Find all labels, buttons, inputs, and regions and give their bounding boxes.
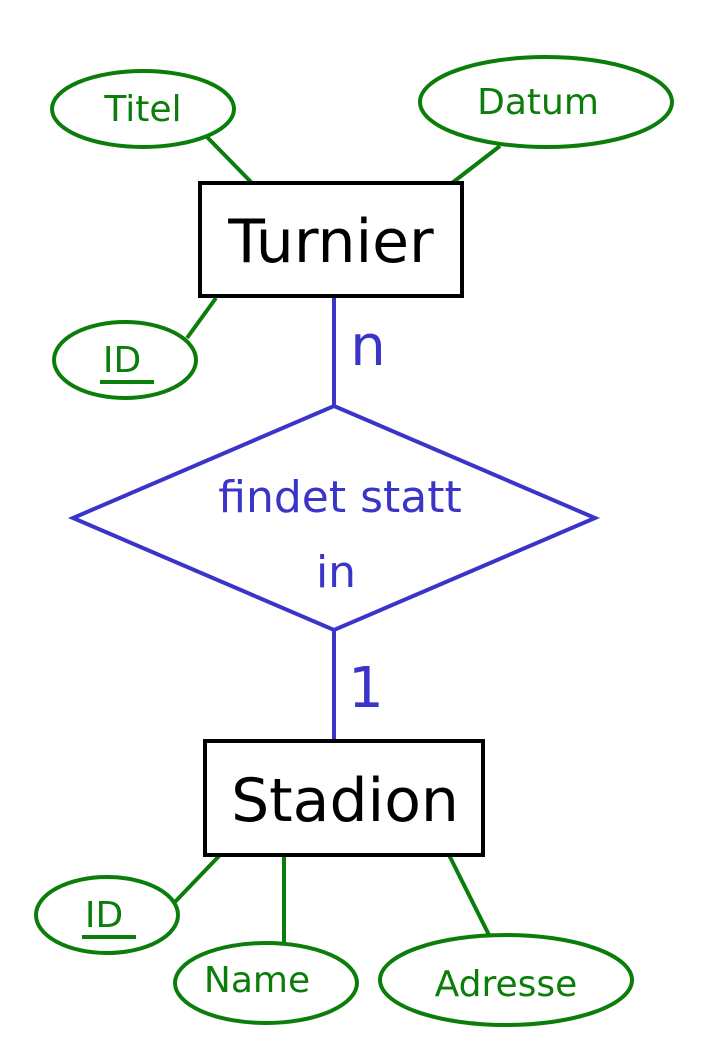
entity-stadion-label: Stadion xyxy=(231,766,459,836)
cardinality-turnier-side: n xyxy=(350,314,386,379)
entity-turnier: Turnier xyxy=(198,181,464,298)
turnier-attr-id-label: ID xyxy=(103,340,141,381)
stadion-attr-id-label: ID xyxy=(85,895,123,936)
turnier-attr-titel-label: Titel xyxy=(103,89,181,130)
cardinality-stadion-side: 1 xyxy=(348,656,384,721)
stadion-attr-adresse-label: Adresse xyxy=(435,964,578,1005)
entity-stadion: Stadion xyxy=(203,739,485,857)
relationship-findet-statt-in: findet statt in xyxy=(67,403,601,633)
turnier-attr-titel: Titel xyxy=(50,69,236,149)
stadion-adresse-link xyxy=(447,854,492,938)
stadion-id-link xyxy=(171,853,222,906)
turnier-attr-datum: Datum xyxy=(418,55,674,149)
turnier-attr-id: ID xyxy=(52,320,198,400)
turnier-id-link xyxy=(185,296,218,340)
stadion-attr-name: Name xyxy=(173,941,359,1025)
stadion-attr-adresse: Adresse xyxy=(378,933,634,1027)
relationship-label-line2: in xyxy=(316,547,356,598)
stadion-attr-id: ID xyxy=(34,875,180,955)
stadion-attr-name-label: Name xyxy=(204,960,310,1001)
turnier-datum-link xyxy=(450,144,502,185)
entity-turnier-label: Turnier xyxy=(227,207,434,277)
relationship-label-line1: findet statt xyxy=(218,472,461,523)
turnier-titel-link xyxy=(205,135,254,185)
turnier-attr-datum-label: Datum xyxy=(477,82,599,123)
